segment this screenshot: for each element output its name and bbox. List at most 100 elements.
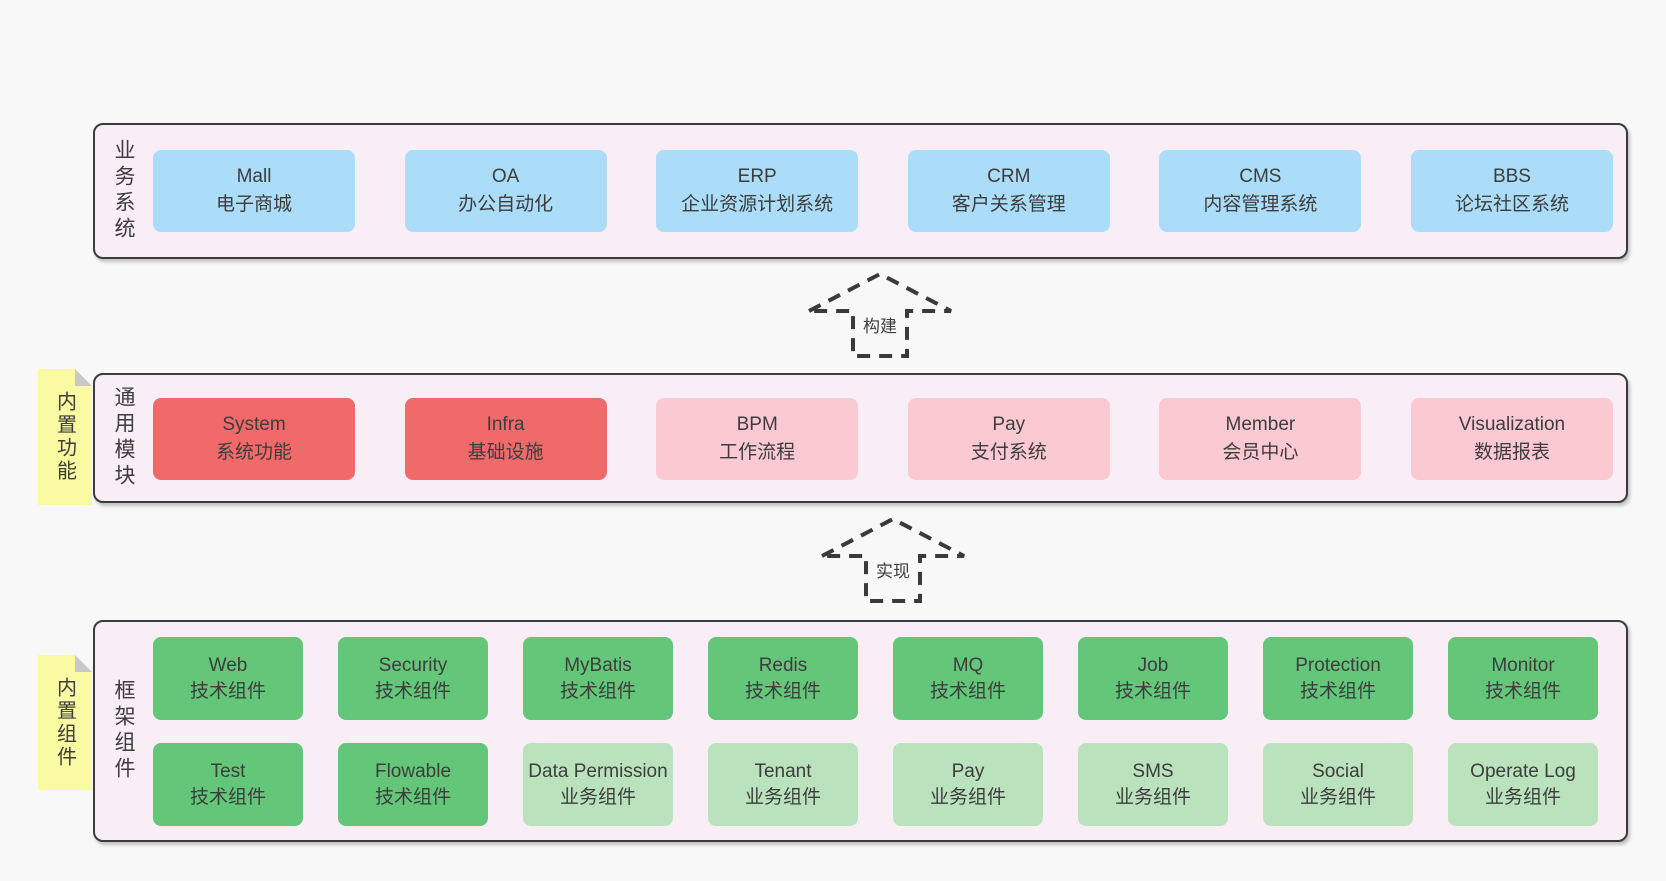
framework-layer-label: 框架组件: [112, 679, 135, 783]
box-title: Data Permission: [528, 760, 668, 782]
box-flowable: Flowable 技术组件: [338, 743, 488, 826]
box-security: Security 技术组件: [338, 637, 488, 720]
box-subtitle: 客户关系管理: [951, 194, 1066, 215]
box-mall: Mall 电子商城: [153, 150, 355, 232]
box-subtitle: 业务组件: [1114, 786, 1191, 808]
box-web: Web 技术组件: [153, 637, 303, 720]
business-layer-label: 业务系统: [112, 139, 135, 243]
box-operate-log: Operate Log 业务组件: [1448, 743, 1598, 826]
business-systems-row: Mall 电子商城 OA 办公自动化 ERP 企业资源计划系统 CRM 客户关系…: [153, 150, 1613, 232]
box-crm: CRM 客户关系管理: [907, 150, 1110, 232]
box-subtitle: 会员中心: [1222, 442, 1299, 463]
box-title: System: [222, 413, 286, 435]
box-subtitle: 技术组件: [1299, 680, 1376, 702]
build-arrow-label: 构建: [860, 312, 900, 337]
box-data-permission: Data Permission 业务组件: [523, 743, 673, 826]
arrow-up-icon: [821, 516, 965, 603]
box-member: Member 会员中心: [1159, 398, 1362, 480]
box-title: Security: [378, 654, 448, 676]
framework-components-row-2: Test 技术组件 Flowable 技术组件 Data Permission …: [153, 743, 1598, 826]
built-in-components-note: 内置组件: [38, 655, 92, 790]
business-systems-panel: 业务系统 Mall 电子商城 OA 办公自动化 ERP 企业资源计划系统 CRM…: [93, 123, 1628, 259]
box-title: SMS: [1132, 760, 1174, 782]
box-protection: Protection 技术组件: [1263, 637, 1413, 720]
box-subtitle: 办公自动化: [458, 194, 554, 215]
box-subtitle: 支付系统: [970, 442, 1047, 463]
build-arrow: 构建: [806, 271, 954, 359]
box-social: Social 业务组件: [1263, 743, 1413, 826]
folded-corner-icon: [75, 655, 92, 672]
box-title: CMS: [1239, 165, 1282, 187]
box-oa: OA 办公自动化: [404, 150, 607, 232]
box-title: Protection: [1295, 654, 1381, 676]
folded-corner-icon: [75, 369, 92, 386]
box-subtitle: 工作流程: [719, 442, 796, 463]
box-subtitle: 业务组件: [929, 786, 1006, 808]
note-label: 内置功能: [53, 391, 76, 483]
box-title: Pay: [992, 413, 1026, 435]
framework-components-panel: 框架组件 Web 技术组件 Security 技术组件 MyBatis 技术组件…: [93, 620, 1628, 842]
box-bpm: BPM 工作流程: [656, 398, 859, 480]
box-subtitle: 业务组件: [559, 786, 636, 808]
box-test: Test 技术组件: [153, 743, 303, 826]
note-label: 内置组件: [53, 676, 76, 769]
box-subtitle: 基础设施: [467, 442, 544, 463]
box-subtitle: 技术组件: [374, 786, 451, 808]
box-subtitle: 技术组件: [189, 786, 266, 808]
box-pay: Pay 支付系统: [907, 398, 1110, 480]
box-title: Flowable: [374, 760, 452, 782]
box-subtitle: 电子商城: [215, 194, 292, 215]
box-title: Social: [1312, 760, 1364, 782]
box-title: Pay: [951, 760, 985, 782]
box-title: Job: [1137, 654, 1169, 676]
box-title: MQ: [952, 654, 984, 676]
box-title: Web: [208, 654, 248, 676]
box-title: CRM: [987, 165, 1031, 187]
box-sms: SMS 业务组件: [1078, 743, 1228, 826]
box-visualization: Visualization 数据报表: [1410, 398, 1613, 480]
box-title: Member: [1225, 413, 1296, 435]
box-subtitle: 内容管理系统: [1203, 194, 1318, 215]
box-title: Operate Log: [1470, 760, 1576, 782]
box-tenant: Tenant 业务组件: [708, 743, 858, 826]
implement-arrow: 实现: [819, 516, 967, 604]
box-subtitle: 技术组件: [559, 680, 636, 702]
box-subtitle: 技术组件: [1114, 680, 1191, 702]
box-cms: CMS 内容管理系统: [1159, 150, 1362, 232]
box-infra: Infra 基础设施: [404, 398, 607, 480]
box-title: Infra: [486, 413, 525, 435]
box-subtitle: 技术组件: [744, 680, 821, 702]
common-modules-row: System 系统功能 Infra 基础设施 BPM 工作流程 Pay 支付系统…: [153, 398, 1613, 480]
box-subtitle: 系统功能: [215, 442, 292, 463]
built-in-features-note: 内置功能: [38, 369, 92, 505]
box-title: MyBatis: [564, 654, 632, 676]
box-monitor: Monitor 技术组件: [1448, 637, 1598, 720]
box-system: System 系统功能: [153, 398, 355, 480]
box-subtitle: 技术组件: [374, 680, 451, 702]
box-subtitle: 业务组件: [1484, 786, 1561, 808]
box-bbs: BBS 论坛社区系统: [1410, 150, 1613, 232]
implement-arrow-label: 实现: [873, 557, 913, 582]
box-job: Job 技术组件: [1078, 637, 1228, 720]
box-title: Test: [210, 760, 246, 782]
box-title: Tenant: [754, 760, 812, 782]
box-redis: Redis 技术组件: [708, 637, 858, 720]
box-title: Monitor: [1491, 654, 1555, 676]
box-subtitle: 业务组件: [744, 786, 821, 808]
common-modules-panel: 通用模块 System 系统功能 Infra 基础设施 BPM 工作流程 Pay…: [93, 373, 1628, 503]
box-mq: MQ 技术组件: [893, 637, 1043, 720]
box-mybatis: MyBatis 技术组件: [523, 637, 673, 720]
arrow-up-icon: [808, 271, 952, 358]
box-pay-business: Pay 业务组件: [893, 743, 1043, 826]
box-title: Mall: [236, 165, 272, 187]
box-subtitle: 技术组件: [189, 680, 266, 702]
box-erp: ERP 企业资源计划系统: [656, 150, 859, 232]
box-subtitle: 论坛社区系统: [1454, 194, 1569, 215]
box-title: BBS: [1492, 165, 1531, 187]
box-subtitle: 业务组件: [1299, 786, 1376, 808]
modules-layer-label: 通用模块: [112, 386, 135, 490]
framework-components-row-1: Web 技术组件 Security 技术组件 MyBatis 技术组件 Redi…: [153, 637, 1598, 720]
box-subtitle: 技术组件: [1484, 680, 1561, 702]
box-subtitle: 技术组件: [929, 680, 1006, 702]
box-title: ERP: [737, 165, 777, 187]
